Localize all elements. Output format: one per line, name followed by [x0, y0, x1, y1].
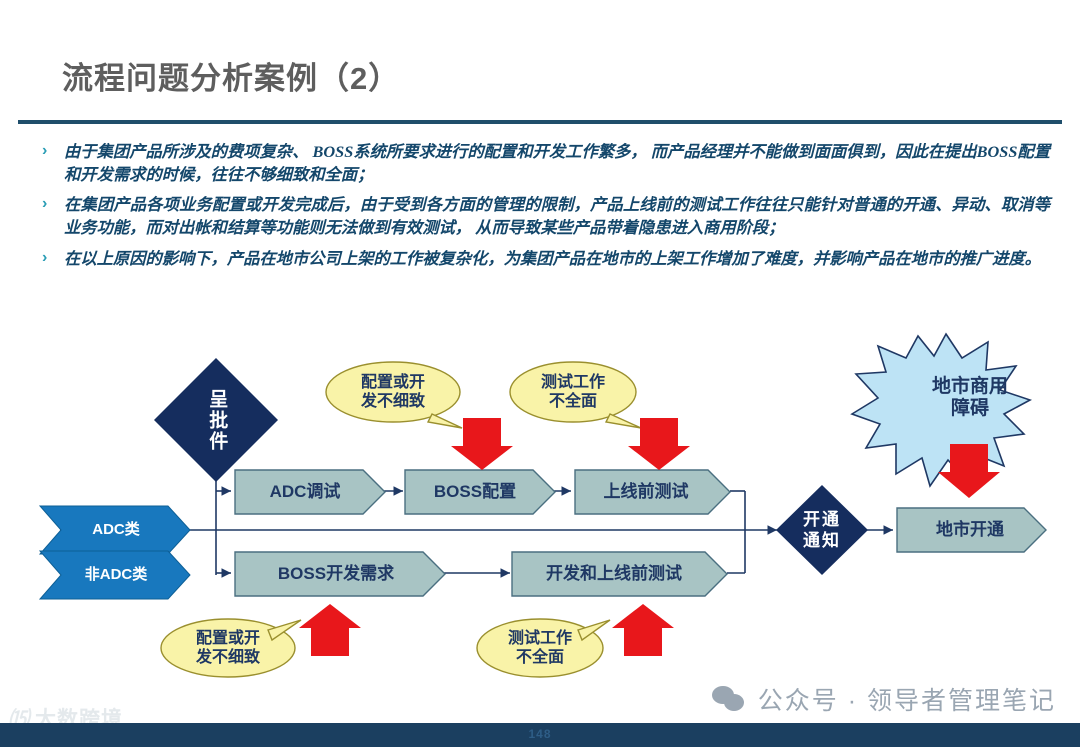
bullet-text: 在以上原因的影响下，产品在地市公司上架的工作被复杂化，为集团产品在地市的上架工作… [64, 248, 1041, 268]
process-label-pre-launch-test: 上线前测试 [603, 481, 689, 501]
process-label-city-activation: 地市开通 [936, 519, 1004, 539]
decision-label-submit-approval: 呈批件 [206, 388, 228, 452]
input-non-adc-type [38, 550, 191, 600]
decision-activation-notice [776, 485, 868, 575]
bullet-text: 由于集团产品所涉及的费项复杂、 BOSS系统所要求进行的配置和开发工作繁多， 而… [64, 142, 1050, 185]
arrow-down-icon [628, 418, 690, 470]
footer-bar: 148 [0, 723, 1080, 747]
diagram-shapes [38, 332, 1047, 678]
process-dev-and-pre-launch-test [511, 551, 728, 597]
bullet-marker-icon: › [42, 142, 48, 159]
process-boss-dev-request [234, 551, 446, 597]
page-title: 流程问题分析案例（2） [62, 61, 401, 96]
process-flow-diagram: 呈批件 ADC类 非ADC类 ADC调试 BOSS配置 上线前测试 BOSS开发… [0, 330, 1080, 690]
input-label-non-adc-type: 非ADC类 [84, 566, 148, 584]
list-item: › 在集团产品各项业务配置或开发完成后，由于受到各方面的管理的限制，产品上线前的… [40, 193, 1050, 239]
callout-label-bottom-config: 配置或开 发不细致 [195, 630, 260, 666]
bullet-list: › 由于集团产品所涉及的费项复杂、 BOSS系统所要求进行的配置和开发工作繁多，… [40, 140, 1050, 277]
wechat-icon [711, 686, 746, 712]
input-label-adc-type: ADC类 [92, 521, 140, 539]
process-label-boss-dev-request: BOSS开发需求 [277, 563, 395, 583]
wechat-watermark: 公众号 · 领导者管理笔记 [711, 681, 1056, 717]
bullet-marker-icon: › [42, 248, 48, 266]
callout-bottom-test [476, 618, 611, 678]
burst-label-city-commercial-obstacle: 地市商用 障碍 [931, 375, 1008, 419]
arrow-up-icon [612, 604, 674, 656]
decision-label-activation-notice: 开通通知 [803, 509, 841, 550]
title-divider [18, 120, 1062, 124]
arrow-down-icon [451, 418, 513, 470]
process-city-activation [896, 507, 1047, 553]
bullet-text: 在集团产品各项业务配置或开发完成后，由于受到各方面的管理的限制，产品上线前的测试… [64, 195, 1050, 238]
callout-label-top-config: 配置或开 发不细致 [360, 374, 425, 410]
arrow-down-icon [938, 444, 1000, 498]
process-label-adc-debug: ADC调试 [269, 481, 341, 501]
list-item: › 由于集团产品所涉及的费项复杂、 BOSS系统所要求进行的配置和开发工作繁多，… [40, 140, 1050, 186]
callout-label-bottom-test: 测试工作 不全面 [507, 630, 572, 666]
page-number: 148 [528, 727, 552, 741]
list-item: › 在以上原因的影响下，产品在地市公司上架的工作被复杂化，为集团产品在地市的上架… [40, 247, 1050, 270]
process-boss-config [404, 469, 556, 515]
process-label-boss-config: BOSS配置 [433, 481, 517, 501]
arrow-up-icon [299, 604, 361, 656]
callout-bottom-config [160, 618, 302, 678]
bullet-marker-icon: › [42, 195, 48, 213]
process-pre-launch-test [574, 469, 731, 515]
decision-submit-approval [154, 358, 278, 482]
callout-top-config [325, 361, 463, 429]
wechat-watermark-text: 公众号 · 领导者管理笔记 [757, 687, 1056, 715]
process-label-dev-and-pre-launch-test: 开发和上线前测试 [546, 563, 682, 583]
callout-label-top-test: 测试工作 不全面 [540, 374, 605, 410]
callout-top-test [509, 361, 642, 429]
process-adc-debug [234, 469, 386, 515]
